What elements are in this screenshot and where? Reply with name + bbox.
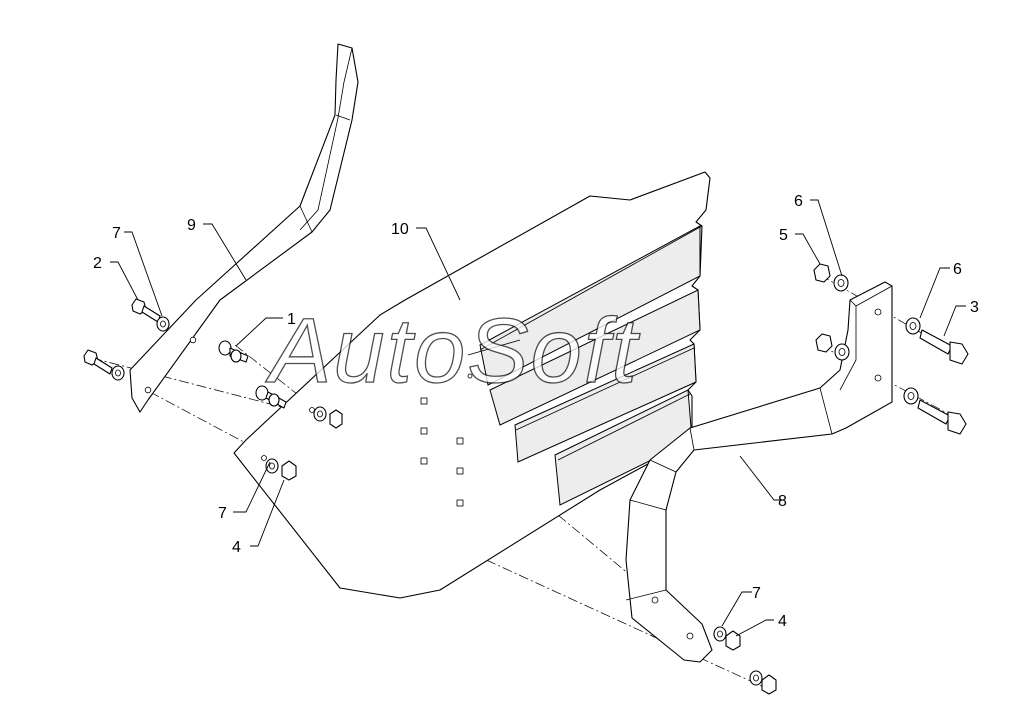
callout-1: 1 (287, 311, 296, 328)
part-8-support-bracket (625, 281, 893, 663)
part-9-side-strap (129, 43, 359, 413)
callout-leaders (110, 199, 966, 637)
fastener-bolt-3-lower (903, 387, 967, 435)
part-10-mudguard-panel (233, 171, 711, 599)
callout-2: 2 (93, 255, 102, 272)
callout-4-right: 4 (778, 613, 787, 630)
fastener-bolt-3-upper (905, 317, 969, 365)
callout-5: 5 (779, 227, 788, 244)
fastener-nuts-panel-lower (265, 458, 297, 481)
callout-8: 8 (778, 493, 787, 510)
callout-6-upper: 6 (794, 193, 803, 210)
callout-10: 10 (391, 221, 409, 238)
callout-4-left: 4 (232, 539, 241, 556)
fastener-bolt-2-upper (131, 298, 170, 332)
callout-6-right: 6 (953, 261, 962, 278)
fastener-bolt-1-upper (218, 340, 249, 363)
callout-9: 9 (187, 217, 196, 234)
fastener-nuts-bracket-middle (815, 333, 850, 361)
fastener-bolt-2-lower (83, 349, 125, 381)
callout-7-left-lower: 7 (218, 505, 227, 522)
fastener-nuts-bracket-bottom-2 (749, 670, 777, 695)
callout-3: 3 (970, 299, 979, 316)
fastener-nuts-bracket-upper (813, 263, 849, 292)
fastener-bolt-1-lower (255, 385, 287, 409)
autosoft-watermark: AutoSoft (265, 300, 640, 402)
callout-labels: 1 2 3 4 4 5 6 6 7 7 7 8 9 10 (93, 193, 979, 630)
callout-7-right: 7 (752, 585, 761, 602)
fastener-nuts-panel-upper (313, 406, 343, 429)
callout-7-left-upper: 7 (112, 225, 121, 242)
fastener-nuts-bracket-bottom (713, 626, 741, 651)
